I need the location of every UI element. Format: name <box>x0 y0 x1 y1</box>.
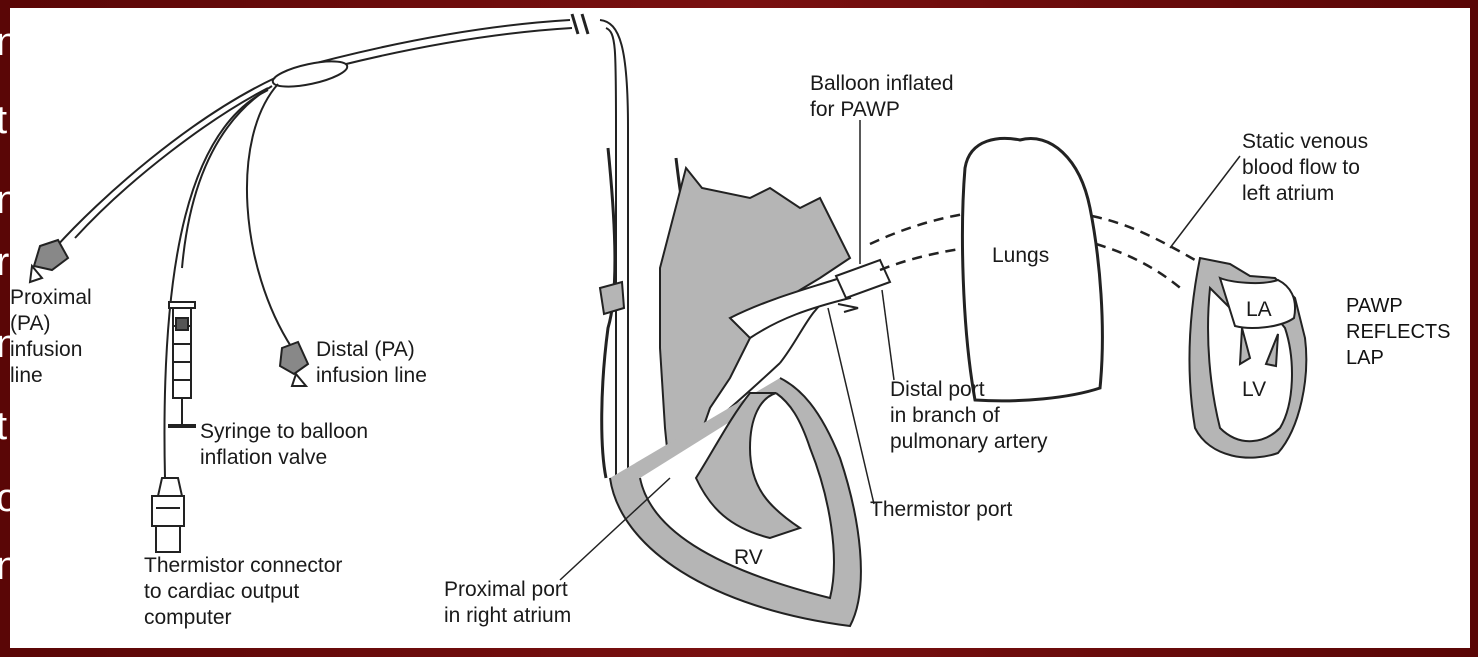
label-static-venous: Static venous blood flow to left atrium <box>1242 130 1374 205</box>
heart-illustration <box>600 148 861 626</box>
distal-infusion-connector-icon <box>280 342 308 386</box>
label-proximal-infusion: Proximal (PA) infusion line <box>10 286 98 387</box>
label-thermistor-port: Thermistor port <box>870 498 1013 521</box>
syringe-icon <box>168 302 196 426</box>
label-rv: RV <box>734 546 763 569</box>
label-lv: LV <box>1242 378 1266 401</box>
lungs-illustration <box>962 138 1102 400</box>
catheter-balloon-icon <box>836 260 890 312</box>
label-thermistor-connector: Thermistor connector to cardiac output c… <box>144 554 348 629</box>
thermistor-connector-icon <box>152 478 184 552</box>
label-distal-infusion: Distal (PA) infusion line <box>316 338 427 387</box>
catheter-diagram: Balloon inflated for PAWP Static venous … <box>10 8 1470 648</box>
label-proximal-port: Proximal port in right atrium <box>444 578 574 627</box>
label-lungs: Lungs <box>992 244 1049 267</box>
label-la: LA <box>1246 298 1272 321</box>
label-pawp-reflects: PAWP REFLECTS LAP <box>1346 295 1456 369</box>
diagram-panel: Balloon inflated for PAWP Static venous … <box>10 8 1470 648</box>
proximal-infusion-connector-icon <box>30 240 68 282</box>
label-balloon-inflated: Balloon inflated for PAWP <box>810 72 959 121</box>
left-heart-illustration <box>1190 258 1307 458</box>
label-syringe: Syringe to balloon inflation valve <box>200 420 374 469</box>
